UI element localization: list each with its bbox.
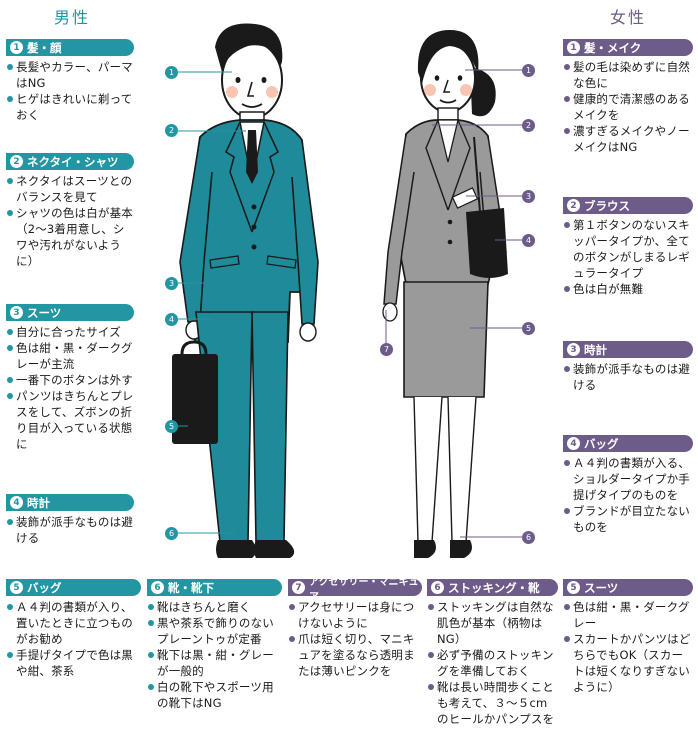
panel-title: バッグ (584, 436, 619, 451)
list-item: Ａ４判の書類が入り、置いたときに立つものがお勧め (6, 599, 141, 647)
panel-number: 2 (10, 155, 23, 168)
female-heading: 女性 (610, 8, 647, 27)
callout-marker: 1 (522, 64, 535, 77)
female-panel-blouse: 2 ブラウス 第１ボタンのないスキッパータイプか、全てのボタンがしまるレギュラータ… (563, 197, 693, 297)
list-item: 装飾が派手なものは避ける (563, 361, 693, 393)
male-figure-illustration (172, 23, 319, 558)
list-item: 第１ボタンのないスキッパータイプか、全てのボタンがしまるレギュラータイプ (563, 217, 693, 281)
callout-marker: 2 (165, 124, 178, 137)
list-item: 爪は短く切り、マニキュアを塗るなら透明または薄いピンクを (288, 631, 422, 679)
panel-number: 2 (567, 199, 580, 212)
panel-title: ストッキング・靴 (448, 580, 540, 595)
female-panel-stockings-shoes: 6 ストッキング・靴 ストッキングは自然な肌色が基本（柄物はNG） 必ず予備のスト… (427, 579, 558, 727)
list-item: 自分に合ったサイズ (6, 324, 134, 340)
female-panel-accessory-manicure: 7 アクセサリー・マニキュア アクセサリーは身につけないように 爪は短く切り、マニ… (288, 577, 422, 679)
callout-marker: 1 (165, 66, 178, 79)
panel-title: バッグ (27, 580, 62, 595)
list-item: ヒゲはきれいに剃っておく (6, 91, 134, 123)
list-item: 一番下のボタンは外す (6, 372, 134, 388)
panel-title: 時計 (584, 342, 607, 357)
list-item: 健康的で清潔感のあるメイクを (563, 91, 693, 123)
list-item: スカートかパンツはどちらでもOK（スカートは短くなりすぎないように） (563, 631, 693, 695)
male-panel-bag: 5 バッグ Ａ４判の書類が入り、置いたときに立つものがお勧め 手提げタイプで色は黒… (6, 579, 141, 679)
panel-number: 3 (567, 343, 580, 356)
panel-number: 1 (567, 41, 580, 54)
callout-marker: 2 (522, 119, 535, 132)
list-item: 濃すぎるメイクやノーメイクはNG (563, 123, 693, 155)
list-item: 髪の毛は染めずに自然な色に (563, 59, 693, 91)
panel-title: 靴・靴下 (168, 580, 214, 595)
list-item: ブランドが目立たないものを (563, 503, 693, 535)
callout-marker: 3 (165, 277, 178, 290)
panel-title: ネクタイ・シャツ (27, 154, 119, 169)
list-item: 靴はきちんと磨く (147, 599, 282, 615)
panel-number: 1 (10, 41, 23, 54)
panel-title: スーツ (584, 580, 619, 595)
callout-marker: 6 (165, 527, 178, 540)
list-item: Ａ４判の書類が入る、ショルダータイプか手提げタイプのものを (563, 455, 693, 503)
list-item: ネクタイはスーツとのバランスを見て (6, 173, 134, 205)
male-panel-tie-shirt: 2 ネクタイ・シャツ ネクタイはスーツとのバランスを見て シャツの色は白が基本（2… (6, 153, 134, 269)
male-panel-suit: 3 スーツ 自分に合ったサイズ 色は紺・黒・ダークグレーが主流 一番下のボタンは外… (6, 304, 134, 452)
panel-title: 髪・メイク (584, 40, 642, 55)
list-item: 色は紺・黒・ダークグレーが主流 (6, 340, 134, 372)
male-panel-watch: 4 時計 装飾が派手なものは避ける (6, 494, 134, 546)
panel-number: 7 (292, 581, 305, 594)
panel-number: 4 (10, 496, 23, 509)
list-item: アクセサリーは身につけないように (288, 599, 422, 631)
list-item: 色は白が無難 (563, 281, 693, 297)
list-item: パンツはきちんとプレスをして、ズボンの折り目が入っている状態に (6, 388, 134, 452)
list-item: 色は紺・黒・ダークグレー (563, 599, 693, 631)
list-item: ストッキングは自然な肌色が基本（柄物はNG） (427, 599, 558, 647)
panel-number: 4 (567, 437, 580, 450)
callout-marker: 7 (380, 343, 393, 356)
female-panel-bag: 4 バッグ Ａ４判の書類が入る、ショルダータイプか手提げタイプのものを ブランドが… (563, 435, 693, 535)
callout-marker: 4 (522, 234, 535, 247)
list-item: 白の靴下やスポーツ用の靴下はNG (147, 679, 282, 711)
list-item: 長髪やカラー、パーマはNG (6, 59, 134, 91)
panel-title: 髪・顔 (27, 40, 62, 55)
male-heading: 男性 (54, 8, 91, 27)
panel-title: ブラウス (584, 198, 630, 213)
callout-marker: 3 (522, 190, 535, 203)
panel-number: 6 (151, 581, 164, 594)
panel-number: 5 (10, 581, 23, 594)
list-item: 装飾が派手なものは避ける (6, 514, 134, 546)
female-panel-suit: 5 スーツ 色は紺・黒・ダークグレー スカートかパンツはどちらでもOK（スカートは… (563, 579, 693, 695)
female-panel-watch: 3 時計 装飾が派手なものは避ける (563, 341, 693, 393)
callout-marker: 6 (522, 531, 535, 544)
female-panel-hair-makeup: 1 髪・メイク 髪の毛は染めずに自然な色に 健康的で清潔感のあるメイクを 濃すぎる… (563, 39, 693, 155)
panel-title: 時計 (27, 495, 50, 510)
panel-number: 3 (10, 306, 23, 319)
panel-number: 6 (431, 581, 444, 594)
panel-title: スーツ (27, 305, 62, 320)
list-item: 靴は長い時間歩くことも考えて、３～５cmのヒールかパンプスを (427, 679, 558, 727)
panel-title: アクセサリー・マニキュア (309, 576, 419, 603)
female-figure-illustration (382, 30, 508, 558)
male-panel-shoes-socks: 6 靴・靴下 靴はきちんと磨く 黒や茶系で飾りのないプレーントゥが定番 靴下は黒・… (147, 579, 282, 711)
list-item: 靴下は黒・紺・グレーが一般的 (147, 647, 282, 679)
list-item: シャツの色は白が基本（2～3着用意し、シワや汚れがないように） (6, 205, 134, 269)
list-item: 手提げタイプで色は黒や紺、茶系 (6, 647, 141, 679)
callout-marker: 5 (522, 322, 535, 335)
callout-marker: 5 (165, 420, 178, 433)
callout-marker: 4 (165, 313, 178, 326)
panel-number: 5 (567, 581, 580, 594)
male-panel-hair-face: 1 髪・顔 長髪やカラー、パーマはNG ヒゲはきれいに剃っておく (6, 39, 134, 123)
list-item: 必ず予備のストッキングを準備しておく (427, 647, 558, 679)
list-item: 黒や茶系で飾りのないプレーントゥが定番 (147, 615, 282, 647)
